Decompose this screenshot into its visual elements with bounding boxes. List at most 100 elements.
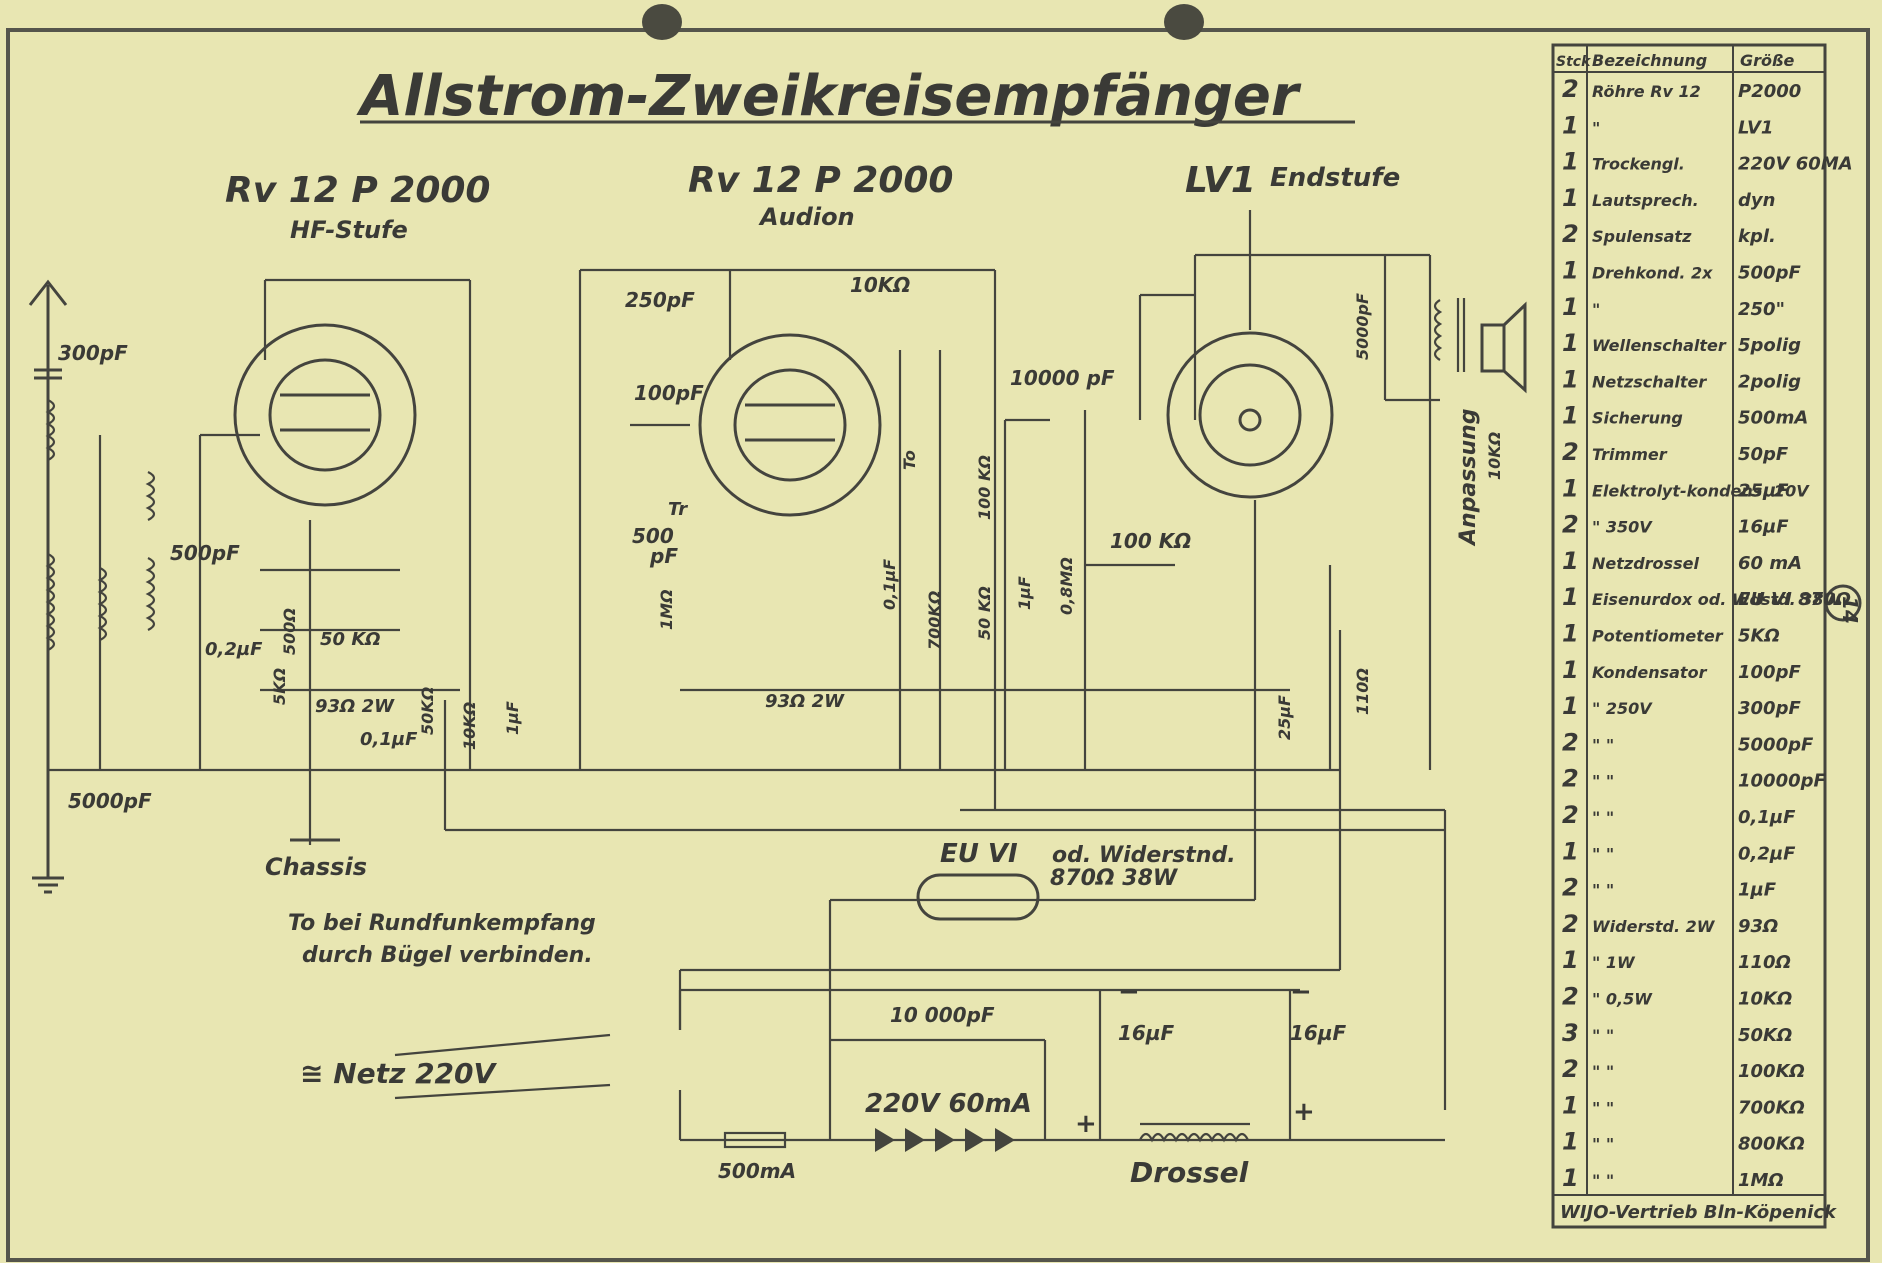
footer-publisher: WIJO-Vertrieb Bln-Köpenick [1560,1202,1837,1223]
parts-row-name: Netzschalter [1592,372,1707,391]
parts-header-qty: Stck [1556,54,1592,70]
label-01uf-b: 0,1µF [880,559,899,610]
parts-row-qty: 1 [1562,692,1579,720]
sheet-border [6,28,1870,1262]
label-chassis: Chassis [265,853,367,881]
label-minus-a: − [1118,977,1140,1007]
parts-row-qty: 2 [1562,801,1579,829]
parts-row-name: " [1592,118,1600,137]
parts-row-size: 110Ω [1738,952,1791,973]
parts-header-size: Größe [1740,51,1795,70]
parts-row-size: 25µF [1738,480,1789,501]
label-100k: 100 KΩ [975,455,994,520]
label-10k-b: 10KΩ [850,273,910,297]
label-5000pf-b: 5000pF [1353,293,1372,360]
parts-row-size: 93Ω [1738,916,1778,937]
parts-row-size: 1MΩ [1738,1170,1784,1191]
label-10000pf: 10000 pF [1010,366,1115,390]
euvi-resistor [916,873,1040,921]
parts-row-name: Netzdrossel [1592,554,1699,573]
parts-row-size: 10KΩ [1738,989,1792,1010]
parts-row-qty: 1 [1562,837,1579,865]
punch-hole [642,4,682,40]
parts-row-qty: 3 [1562,1019,1579,1047]
parts-row-qty: 1 [1562,1164,1579,1192]
parts-row-qty: 1 [1562,547,1579,575]
label-5000pf: 5000pF [68,789,152,813]
parts-row-name: " 1W [1592,953,1636,972]
parts-row-name: Trimmer [1592,445,1668,464]
label-netz: ≅ Netz 220V [300,1057,498,1090]
parts-header-name: Bezeichnung [1592,51,1707,70]
label-01uf: 0,1µF [360,729,418,750]
tube3-stage: Endstufe [1270,163,1400,193]
parts-row-qty: 2 [1562,765,1579,793]
label-drossel: Drossel [1130,1156,1249,1189]
parts-row-qty: 1 [1562,111,1579,139]
parts-row-qty: 1 [1562,184,1579,212]
parts-row-size: 0,1µF [1738,807,1796,828]
tube3-type: LV1 [1185,160,1256,201]
parts-row-name: " 350V [1592,518,1653,537]
tube2-stage: Audion [758,203,855,231]
parts-row-size: 300pF [1738,698,1801,719]
label-02uf: 0,2µF [205,639,263,660]
label-to: To [900,450,919,470]
parts-row-qty: 1 [1562,583,1579,611]
label-10k-c: 10KΩ [1485,432,1504,480]
parts-row-qty: 2 [1562,1055,1579,1083]
parts-row-size: 5polig [1738,335,1801,356]
parts-row-name: " " [1592,735,1614,754]
parts-row-qty: 1 [1562,474,1579,502]
choke-coil [1139,1122,1250,1143]
label-50k-b: 50KΩ [418,687,437,735]
label-minus-b: − [1290,977,1312,1007]
parts-row-name: " " [1592,844,1614,863]
label-plus-b: + [1293,1097,1315,1127]
label-50k-c: 50 KΩ [975,586,994,640]
parts-row-size: 50KΩ [1738,1025,1792,1046]
label-1mohm: 1MΩ [657,589,676,630]
label-widerstand: od. Widerstnd. [1052,843,1236,868]
parts-row-name: Trockengl. [1592,155,1685,174]
speaker-icon [1480,301,1527,394]
label-1uf-b: 1µF [1015,576,1034,610]
parts-row-name: Eisenurdox od. Wdstd. 38W [1592,590,1843,609]
parts-row-size: 10000pF [1738,771,1827,792]
tube-lv1-output [1166,331,1334,499]
parts-row-size: 0,2µF [1738,843,1796,864]
tube1-stage: HF-Stufe [290,216,408,244]
parts-row-name: " " [1592,1062,1614,1081]
label-300pf: 300pF [58,341,128,365]
parts-row-qty: 1 [1562,1128,1579,1156]
tube-audion [698,333,882,517]
parts-row-qty: 1 [1562,365,1579,393]
label-plus-a: + [1075,1109,1097,1139]
tube2-type: Rv 12 P 2000 [688,160,953,201]
parts-row-qty: 1 [1562,257,1579,285]
note-line2: durch Bügel verbinden. [302,943,593,968]
parts-row-qty: 1 [1562,148,1579,176]
parts-row-qty: 1 [1562,329,1579,357]
parts-row-name: " 250V [1592,699,1653,718]
label-700k: 700KΩ [925,591,944,650]
parts-row-name: Wellenschalter [1592,336,1727,355]
parts-row-qty: 1 [1562,1091,1579,1119]
parts-row-qty: 2 [1562,75,1579,103]
parts-row-size: LV1 [1738,117,1773,138]
parts-row-name: Widerstd. 2W [1592,917,1716,936]
parts-row-size: 5000pF [1738,734,1814,755]
parts-row-size: 16µF [1738,517,1789,538]
parts-row-size: kpl. [1738,226,1776,247]
parts-row-qty: 2 [1562,220,1579,248]
parts-row-name: Potentiometer [1592,627,1724,646]
parts-row-name: " " [1592,772,1614,791]
parts-row-size: 800KΩ [1738,1134,1805,1155]
label-25uf: 25µF [1275,695,1294,740]
parts-row-name: Lautsprech. [1592,191,1699,210]
parts-row-name: Kondensator [1592,663,1708,682]
label-870ohm: 870Ω 38W [1050,866,1179,891]
parts-row-size: 250" [1738,299,1785,320]
parts-row-size: 100KΩ [1738,1061,1805,1082]
